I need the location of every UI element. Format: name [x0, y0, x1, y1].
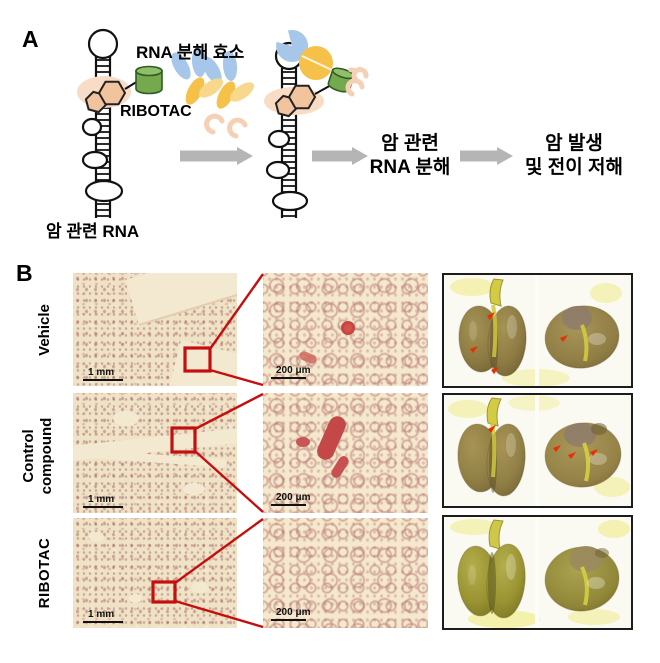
scalebar-label: 200 μm	[276, 491, 311, 503]
scalebar-line	[83, 620, 123, 623]
step-rna-degradation-label: 암 관련 RNA 분해	[363, 132, 457, 180]
metastasis-arrow-icons	[470, 312, 568, 374]
lung-photo-control	[442, 393, 633, 508]
histology-high-mag-control: 200 μm	[263, 393, 428, 513]
rna-enzyme-label: RNA 분해 효소	[136, 43, 245, 62]
rna-fragments-icon	[204, 113, 248, 139]
panel-a-label: A	[22, 26, 39, 52]
ribotac-molecule-left	[77, 65, 163, 114]
panel-b-label: B	[16, 260, 33, 286]
scalebar-label: 200 μm	[276, 606, 311, 618]
step1-line1: 암 관련	[381, 133, 439, 154]
airspace	[191, 582, 208, 593]
process-arrow-3	[460, 147, 513, 165]
lung-specimens-ribotac	[444, 517, 631, 628]
lung-specimens-control	[444, 395, 631, 506]
scalebar-line	[83, 378, 123, 381]
lung-specimens-vehicle	[444, 275, 631, 386]
scalebar-label: 200 μm	[276, 364, 311, 376]
scalebar-label: 1 mm	[88, 493, 115, 505]
scalebar-high: 200 μm	[271, 491, 311, 506]
degrader-cylinder-icon	[135, 65, 163, 95]
process-arrow-1	[180, 147, 253, 165]
pleural-edge	[125, 273, 237, 326]
scalebar-low: 1 mm	[83, 608, 123, 623]
step-outcome-label: 암 발생 및 전이 저해	[508, 132, 640, 180]
scalebar-label: 1 mm	[88, 608, 115, 620]
histology-low-mag-ribotac: 1 mm	[73, 518, 237, 628]
rnase-enzymes-icon	[171, 47, 255, 109]
cancer-rna-label: 암 관련 RNA	[46, 222, 140, 241]
enzyme-bound-complex	[264, 29, 369, 118]
histology-low-mag-vehicle: 1 mm	[73, 273, 237, 386]
ribotac-mechanism-diagram	[77, 28, 513, 218]
step1-line2: RNA 분해	[369, 157, 451, 178]
row-label-control-compound: Control compound	[20, 417, 55, 495]
histology-low-mag-control: 1 mm	[73, 393, 237, 513]
histology-high-mag-vehicle: 200 μm	[263, 273, 428, 386]
red-lesion-spot	[341, 321, 355, 335]
scalebar-high: 200 μm	[271, 606, 311, 621]
tissue-edge	[167, 339, 237, 386]
process-arrow-2	[312, 147, 368, 165]
enzyme-blue-pacman-icon	[276, 29, 309, 62]
step2-line2: 및 전이 저해	[525, 157, 623, 178]
scalebar-line	[271, 618, 306, 621]
airspace	[183, 483, 205, 495]
red-streak	[297, 349, 319, 366]
scalebar-line	[83, 505, 123, 508]
scalebar-line	[271, 503, 306, 506]
row-label-ribotac: RIBOTAC	[36, 537, 53, 609]
airspace	[129, 594, 142, 603]
row-label-vehicle: Vehicle	[36, 304, 53, 356]
scalebar-label: 1 mm	[88, 366, 115, 378]
step2-line1: 암 발생	[545, 133, 603, 154]
airspace	[89, 532, 104, 542]
scalebar-low: 1 mm	[83, 366, 123, 381]
rna-hairpin-left	[81, 28, 124, 218]
histology-high-mag-ribotac: 200 μm	[263, 518, 428, 628]
airway-branch	[96, 450, 228, 468]
metastasis-arrow-icons	[488, 425, 598, 459]
scalebar-high: 200 μm	[271, 364, 311, 379]
scalebar-line	[271, 376, 306, 379]
airspace	[113, 411, 139, 426]
cleaved-rna-bits-icon	[345, 67, 369, 97]
vessel-tail	[329, 454, 351, 480]
scalebar-low: 1 mm	[83, 493, 123, 508]
red-blob	[296, 437, 310, 447]
ribotac-label: RIBOTAC	[120, 103, 192, 120]
lung-photo-ribotac	[442, 515, 633, 630]
lung-photo-vehicle	[442, 273, 633, 388]
